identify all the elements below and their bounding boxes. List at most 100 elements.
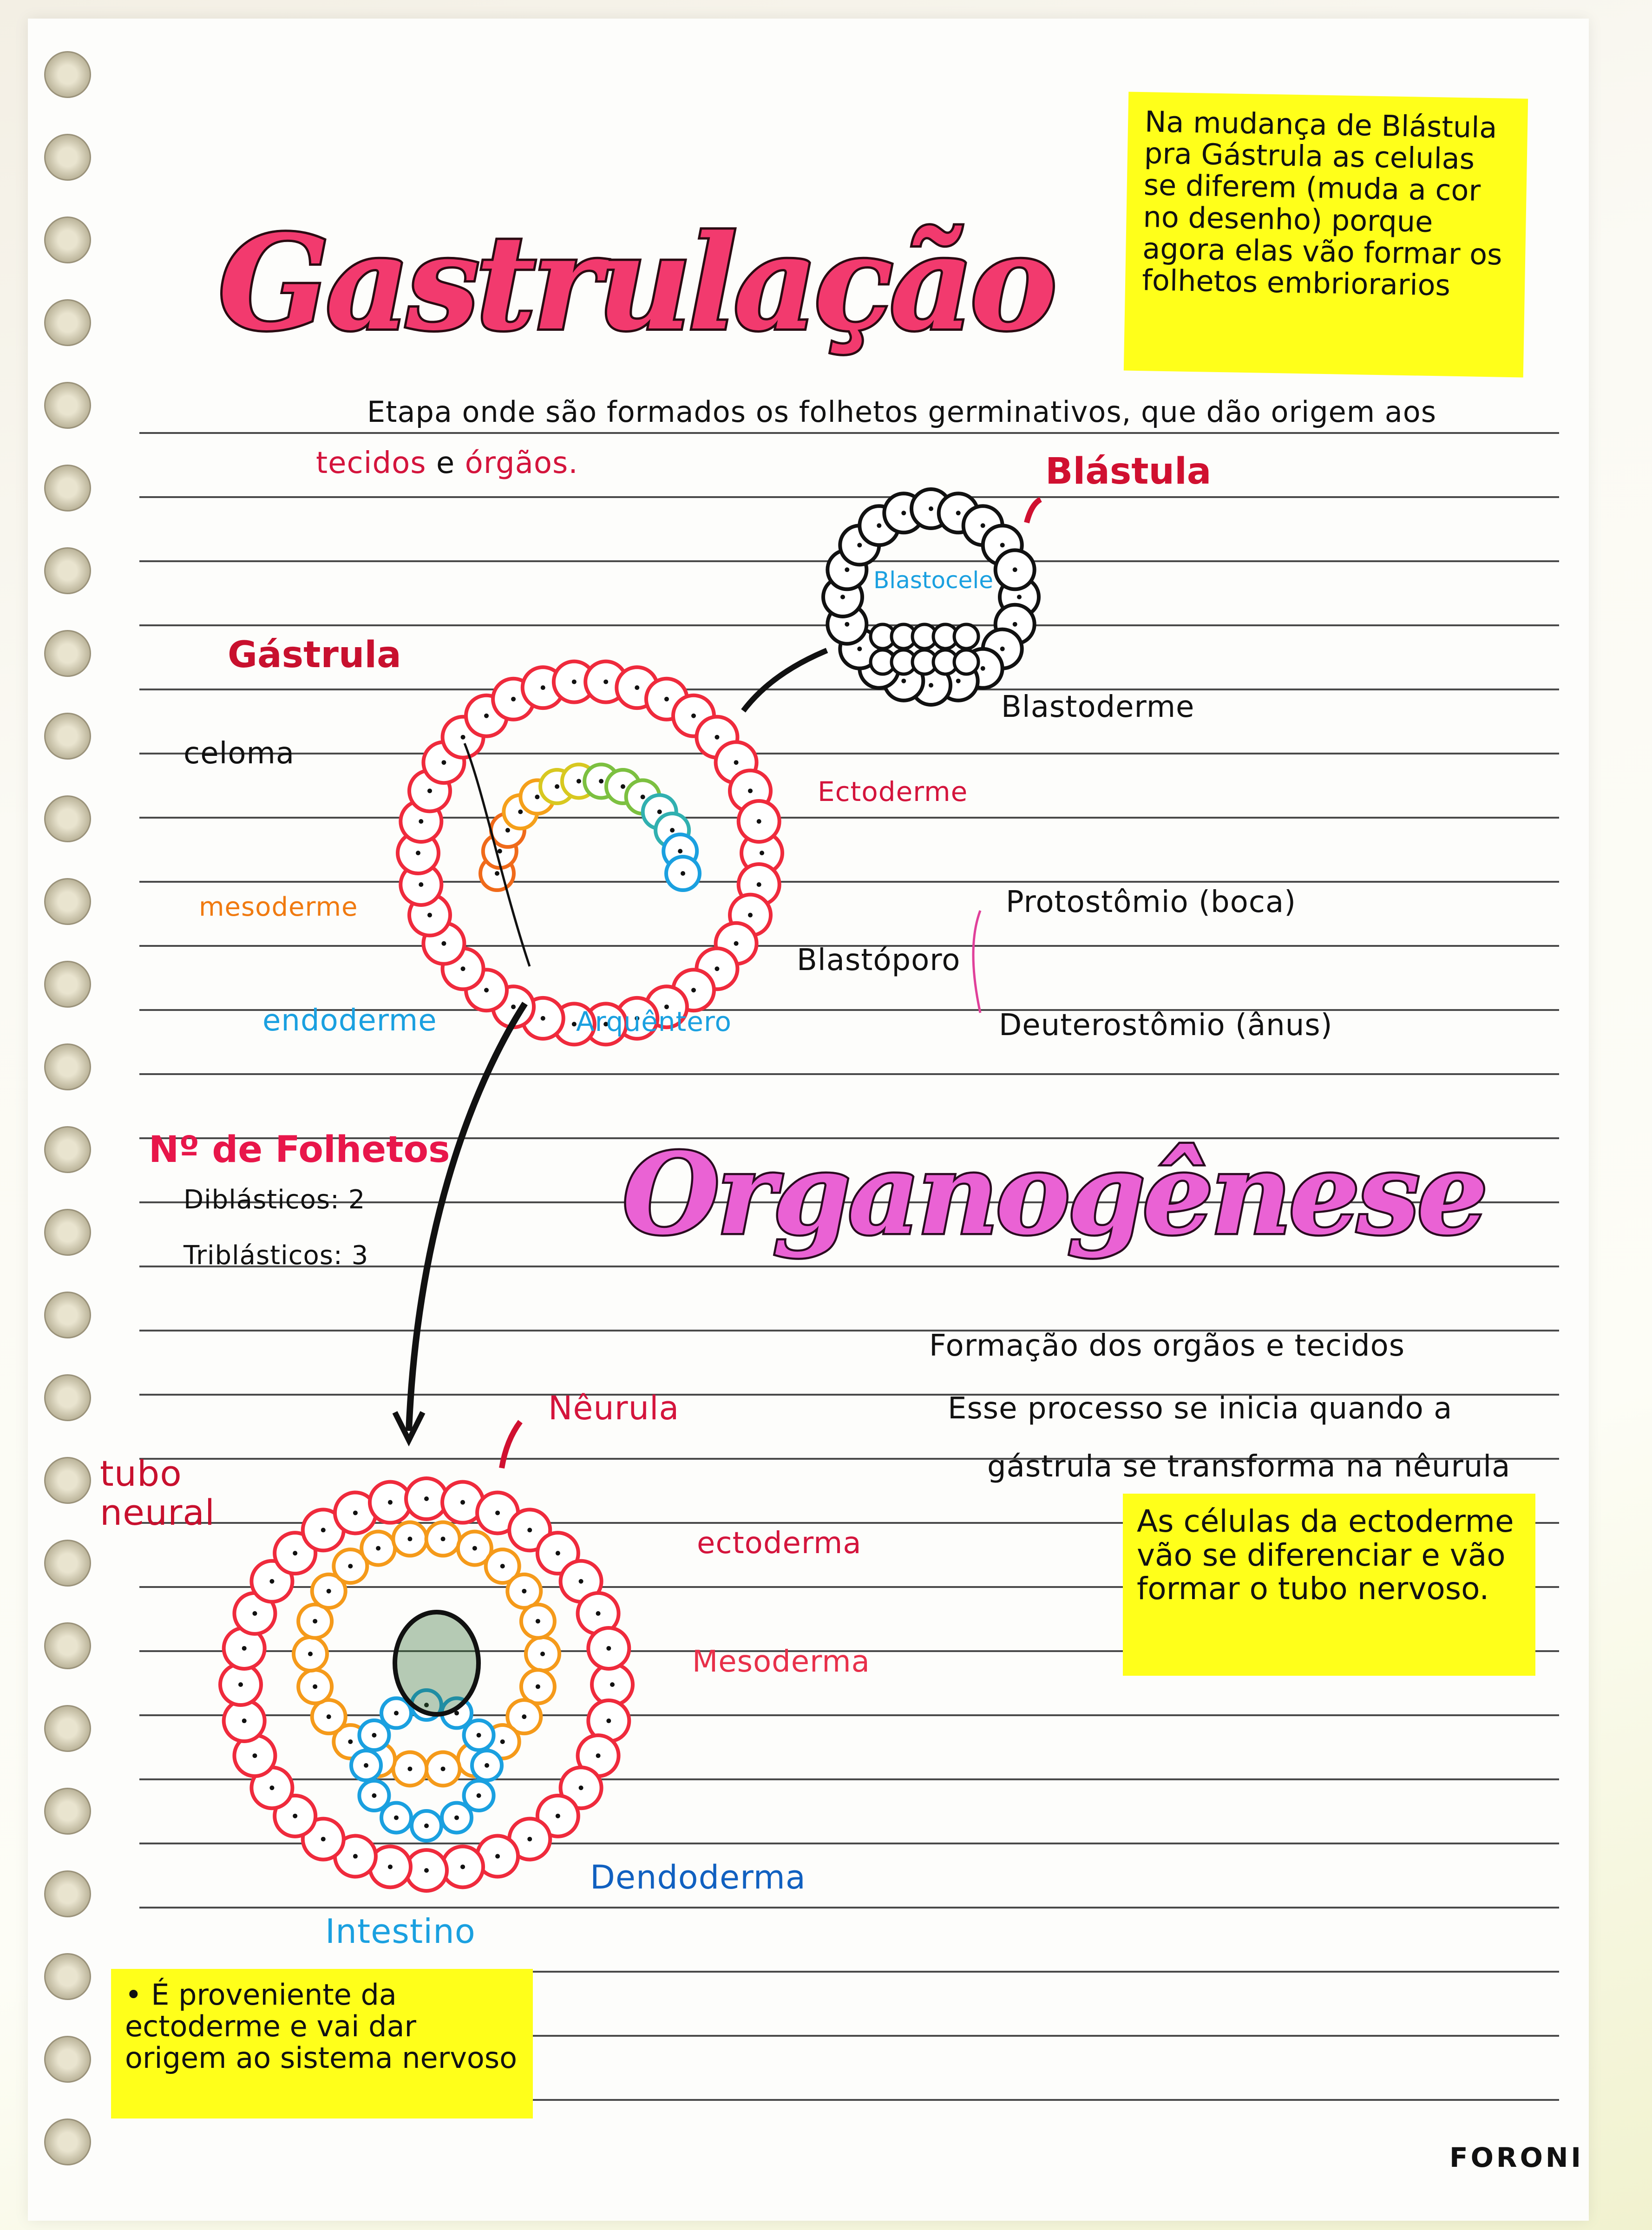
cell-nucleus xyxy=(715,735,720,740)
cell-nucleus xyxy=(476,1733,481,1738)
ruled-line xyxy=(139,1778,1559,1780)
binding-hole xyxy=(44,1870,91,1917)
cell-nucleus xyxy=(929,683,933,688)
cell-nucleus xyxy=(606,1646,611,1651)
cell-nucleus xyxy=(460,735,465,740)
cell-nucleus xyxy=(372,1793,377,1798)
ruled-line xyxy=(139,1330,1559,1331)
ruled-line xyxy=(139,1586,1559,1588)
diblasticos-item: Diblásticos: 2 xyxy=(184,1185,366,1215)
cell-nucleus xyxy=(606,1718,611,1724)
mesoderme-label: mesoderme xyxy=(199,892,358,922)
ruled-line xyxy=(139,1137,1559,1139)
binding-hole xyxy=(44,1043,91,1090)
ruled-line xyxy=(139,1971,1559,1973)
cell-nucleus xyxy=(252,1753,257,1758)
note-text: Na mudança de Blástula pra Gástrula as c… xyxy=(1141,105,1503,302)
ruled-line xyxy=(139,689,1559,690)
cell-nucleus xyxy=(635,685,640,690)
cell-nucleus xyxy=(269,1579,275,1584)
cell-nucleus xyxy=(578,1785,583,1791)
binding-hole xyxy=(44,713,91,760)
cell-nucleus xyxy=(535,794,540,800)
binding-hole xyxy=(44,51,91,98)
blastoderme-label: Blastoderme xyxy=(1001,690,1195,724)
deuterostomio-label: Deuterostômio (ânus) xyxy=(999,1008,1333,1043)
cell-nucleus xyxy=(495,871,499,876)
binding-hole xyxy=(44,1540,91,1587)
cell-nucleus xyxy=(980,666,985,671)
cell-nucleus xyxy=(681,871,685,876)
blastula-pointer xyxy=(1024,497,1042,524)
blastoporo-brace xyxy=(972,910,982,1013)
cell-nucleus xyxy=(734,760,739,765)
blastula-gastrula-connector xyxy=(741,648,828,713)
cell-nucleus xyxy=(678,849,683,854)
note-ectoderme: As células da ectoderme vão se diferenci… xyxy=(1123,1494,1535,1676)
cell-nucleus xyxy=(518,809,523,814)
ruled-line xyxy=(139,1843,1559,1844)
cell-nucleus xyxy=(238,1682,243,1687)
celoma-label: celoma xyxy=(184,736,295,771)
cell-nucleus xyxy=(603,1022,609,1027)
cell-nucleus xyxy=(495,1510,500,1515)
cell-nucleus xyxy=(640,794,645,800)
cell-nucleus xyxy=(313,1684,318,1689)
cell-nucleus xyxy=(394,1815,399,1820)
gastrula-to-neurula-arrow xyxy=(406,1002,528,1431)
cell-nucleus xyxy=(511,696,516,702)
endoderme-label: endoderme xyxy=(262,1004,437,1038)
cell-nucleus xyxy=(308,1652,313,1656)
ectoderma-label: ectoderma xyxy=(697,1526,862,1561)
cell-nucleus xyxy=(440,1766,446,1771)
ruled-line xyxy=(139,432,1559,434)
cell-nucleus xyxy=(424,1868,429,1873)
cell-nucleus xyxy=(242,1646,247,1651)
cell-nucleus xyxy=(578,1579,583,1584)
cell-nucleus xyxy=(348,1739,353,1744)
binding-hole xyxy=(44,134,91,181)
cell-nucleus xyxy=(497,849,502,854)
cell-nucleus xyxy=(527,1836,532,1842)
cell-nucleus xyxy=(540,685,545,690)
binding-hole xyxy=(44,1457,91,1504)
ruled-line xyxy=(139,2099,1559,2101)
word-orgaos: órgãos. xyxy=(465,446,578,480)
ruled-line xyxy=(139,1394,1559,1396)
notochord xyxy=(393,1610,481,1717)
cell-nucleus xyxy=(756,819,761,824)
cell-nucleus xyxy=(535,1684,540,1689)
bullet-processo-line2: gástrula se transforma na nêurula xyxy=(987,1450,1511,1484)
cell-nucleus xyxy=(495,1854,500,1859)
cell-nucleus xyxy=(484,713,489,718)
cell-nucleus xyxy=(326,1714,331,1719)
cell-nucleus xyxy=(635,1016,640,1021)
cell-nucleus xyxy=(734,941,739,946)
cell-nucleus xyxy=(555,1813,560,1818)
word-tecidos: tecidos xyxy=(316,446,426,480)
cell-nucleus xyxy=(901,511,906,516)
organogenese-title: Organogênese xyxy=(621,1128,1490,1259)
cell-nucleus xyxy=(929,506,933,511)
cell-nucleus xyxy=(407,1536,413,1541)
intestino-label: Intestino xyxy=(325,1912,476,1951)
cell-nucleus xyxy=(527,1528,532,1533)
ruled-line xyxy=(139,1009,1559,1011)
cell-nucleus xyxy=(242,1718,247,1724)
ruled-line xyxy=(139,1907,1559,1909)
cell-nucleus xyxy=(748,912,753,918)
blastoderme-cell xyxy=(952,648,980,676)
ruled-line xyxy=(139,1201,1559,1203)
cell-nucleus xyxy=(576,779,581,784)
binding-hole xyxy=(44,1788,91,1835)
cell-nucleus xyxy=(980,523,985,528)
word-e: e xyxy=(436,446,455,480)
cell-nucleus xyxy=(353,1854,358,1859)
cell-nucleus xyxy=(416,851,420,855)
gastrula-label: Gástrula xyxy=(228,634,401,676)
ruled-line xyxy=(139,881,1559,883)
cell-nucleus xyxy=(460,1500,465,1505)
binding-hole xyxy=(44,1292,91,1338)
page-title: Gastrulação xyxy=(216,207,1059,360)
note-text: • É proveniente da ectoderme e vai dar o… xyxy=(125,1978,518,2075)
